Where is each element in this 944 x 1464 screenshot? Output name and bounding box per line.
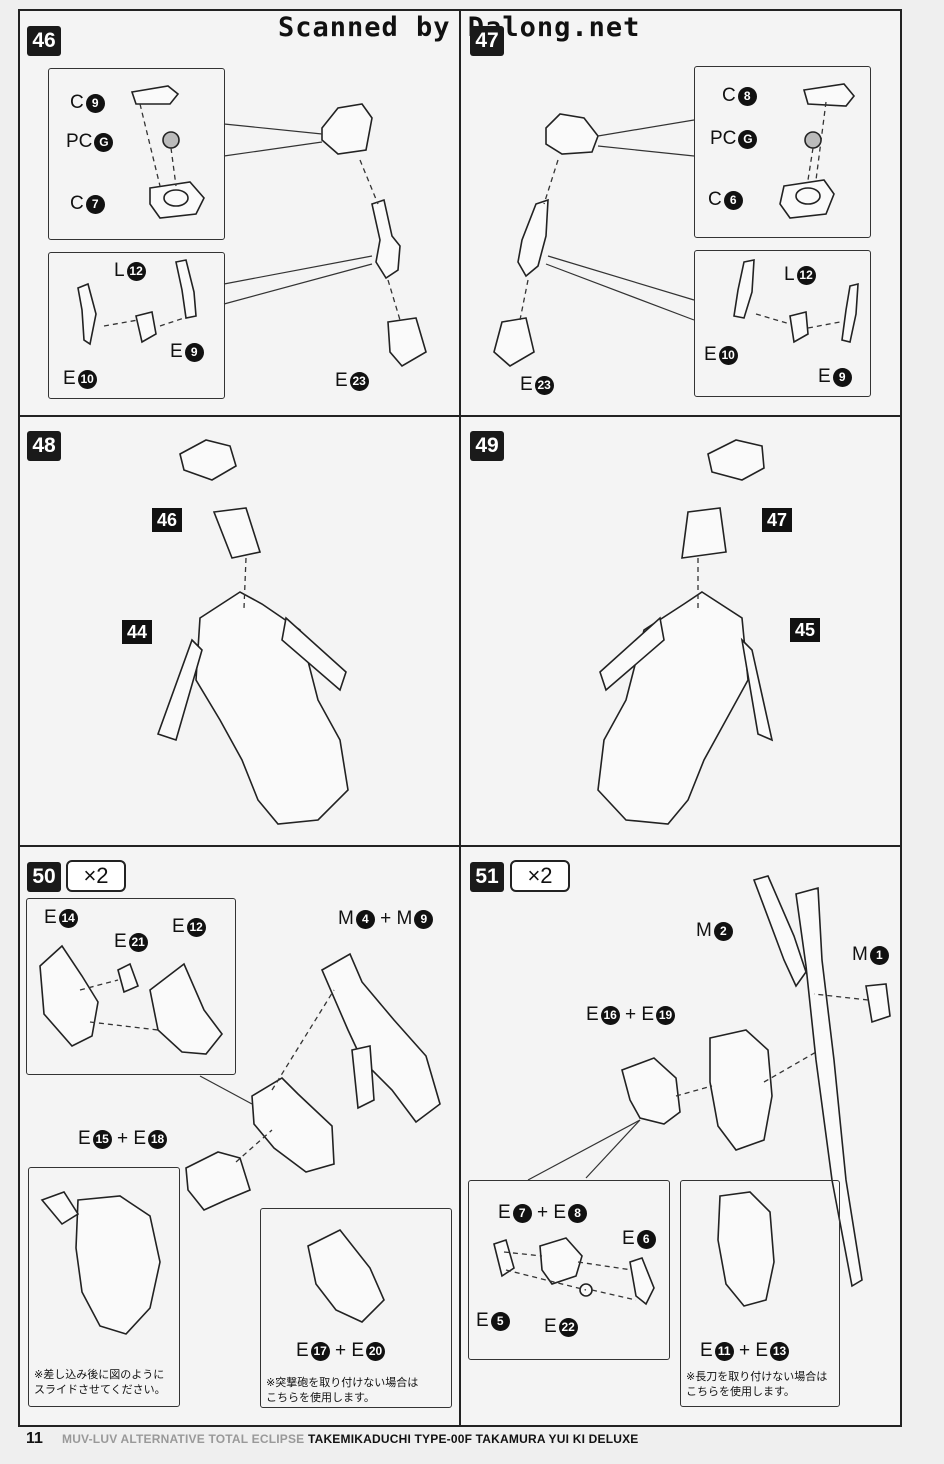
step-46-detail-box-2 [48,252,225,399]
step-50-slide-box [28,1167,180,1407]
step-46-detail-box-1 [48,68,225,240]
option-note: ※突撃砲を取り付けない場合はこちらを使用します。 [266,1377,419,1404]
option-note: ※長刀を取り付けない場合はこちらを使用します。 [686,1371,828,1398]
step-51-detail-box [468,1180,670,1360]
subassembly-tag-46: 46 [152,508,182,532]
step-51-multiplier: ×2 [510,860,570,892]
step-51-option-box [680,1180,840,1407]
footer-title: MUV-LUV ALTERNATIVE TOTAL ECLIPSE TAKEMI… [62,1432,639,1446]
step-number-51: 51 [470,862,504,892]
page-number: 11 [26,1430,43,1447]
subassembly-tag-47: 47 [762,508,792,532]
step-47-detail-box-1 [694,66,871,238]
step-50-option-box [260,1208,452,1408]
step-47-detail-box-2 [694,250,871,397]
watermark: Scanned by Dalong.net [278,12,641,43]
grid-divider-row1 [18,415,902,417]
subassembly-tag-44: 44 [122,620,152,644]
step-number-48: 48 [27,431,61,461]
step-number-46: 46 [27,26,61,56]
grid-divider-row2 [18,845,902,847]
step-number-49: 49 [470,431,504,461]
step-number-50: 50 [27,862,61,892]
slide-note: ※差し込み後に図のようにスライドさせてください。 [34,1369,166,1396]
subassembly-tag-45: 45 [790,618,820,642]
grid-divider-vertical [459,9,461,1427]
step-50-multiplier: ×2 [66,860,126,892]
step-number-47: 47 [470,26,504,56]
step-50-detail-box [26,898,236,1075]
